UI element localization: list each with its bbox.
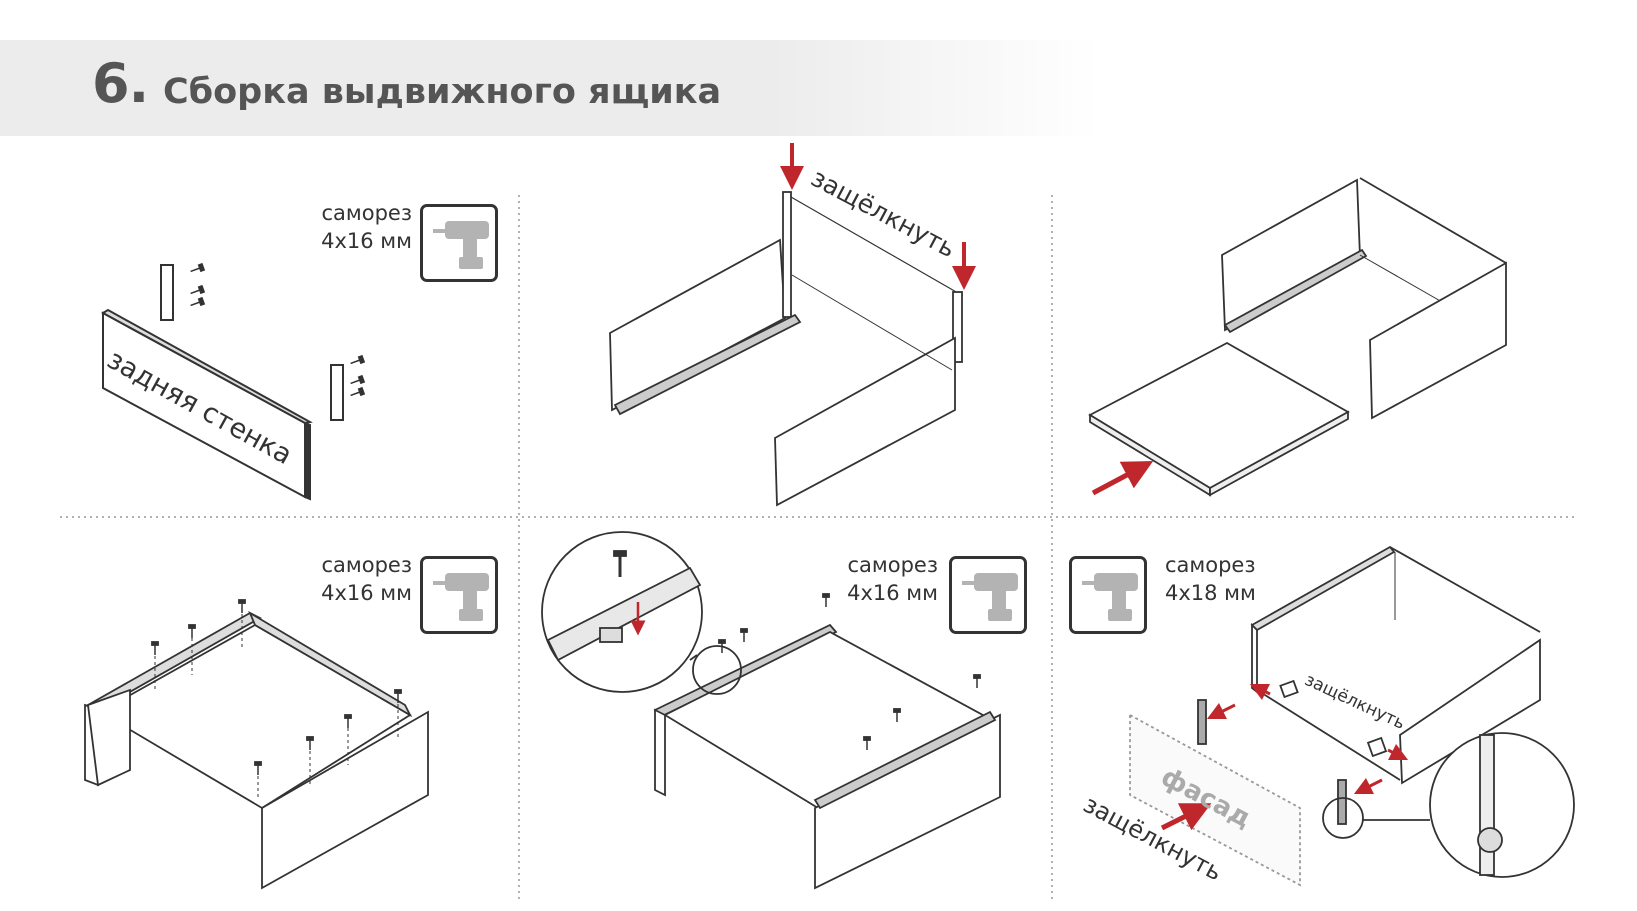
red-arrow-icon	[1160, 803, 1212, 831]
right-runner	[813, 710, 997, 810]
red-arrow-icon	[1353, 777, 1383, 795]
header-band	[0, 40, 1100, 136]
red-arrow-icon	[1387, 743, 1409, 761]
front-right-wall	[1399, 638, 1541, 785]
panel-dividers	[60, 195, 1575, 900]
facade-bracket-left	[1197, 699, 1207, 745]
left-side-wall	[1221, 178, 1361, 332]
detail-zoom-circle	[1429, 732, 1575, 878]
panel3-bottom-drawing	[1088, 177, 1507, 497]
left-front-post	[1251, 622, 1258, 694]
drill-icon	[1069, 556, 1147, 634]
screw-label: саморез	[847, 553, 938, 577]
bracket-left	[160, 264, 174, 321]
screw-label: саморез	[1165, 553, 1256, 577]
clip-plate	[1279, 679, 1299, 699]
panel4-drawer-frame-drawing	[84, 599, 429, 890]
clip-plate	[1366, 736, 1388, 758]
panel6-red-arrows	[1160, 683, 1409, 831]
screw-spec-p1: саморез 4x16 мм	[300, 199, 412, 255]
screw-spec-p5: саморез 4x16 мм	[826, 551, 938, 607]
panel2-side-walls-drawing	[609, 191, 963, 507]
facade-panel	[1129, 713, 1301, 887]
red-arrow-icon	[1206, 702, 1236, 720]
left-side-wall	[609, 238, 786, 412]
detail-source-circle	[1322, 797, 1364, 839]
right-back-post	[952, 291, 963, 363]
back-edge	[248, 610, 413, 718]
bottom-panel	[1088, 341, 1350, 490]
screw-spec-p6: саморез 4x18 мм	[1165, 551, 1285, 607]
page-title: Сборка выдвижного ящика	[163, 72, 722, 112]
panel1-back-wall-drawing	[100, 263, 365, 501]
front-right-wall	[261, 710, 429, 890]
back-wall-top	[1359, 177, 1507, 264]
screw-size: 4x18 мм	[1165, 581, 1256, 605]
screw-size: 4x16 мм	[321, 581, 412, 605]
drill-icon	[420, 204, 498, 282]
left-runner	[613, 313, 802, 416]
step-number: 6.	[92, 52, 149, 115]
bracket-right	[330, 364, 344, 421]
right-side-wall	[1369, 261, 1507, 420]
panel5-runners-drawing	[541, 531, 1001, 890]
drill-icon	[420, 556, 498, 634]
panel6-facade-drawing	[1129, 545, 1575, 887]
screw-size: 4x16 мм	[321, 229, 412, 253]
red-arrow-icon	[1249, 683, 1271, 701]
drill-icon	[949, 556, 1027, 634]
panel2-red-arrows	[780, 143, 976, 290]
screw-spec-p4: саморез 4x16 мм	[300, 551, 412, 607]
screw-label: саморез	[321, 553, 412, 577]
red-arrow-icon	[1091, 460, 1154, 496]
left-back-post	[782, 191, 792, 318]
detail-source-circle	[692, 645, 742, 695]
screw-size: 4x16 мм	[847, 581, 938, 605]
right-side-wall	[774, 336, 956, 507]
left-front-post	[654, 708, 666, 797]
screw-label: саморез	[321, 201, 412, 225]
facade-bracket-right	[1337, 779, 1347, 825]
